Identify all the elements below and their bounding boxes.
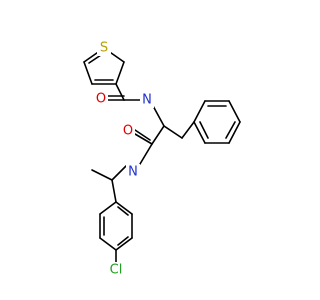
molecule-structure: S O N O N Cl [83,40,241,278]
sulfur-label: S [100,41,108,56]
sulfur-atom: S [97,40,111,56]
oxygen-atom-1: O [94,91,108,107]
oxygen-atom-2: O [121,123,135,139]
oxygen-label-2: O [123,124,133,139]
phenyl-ring [193,100,241,144]
chlorine-atom: Cl [106,262,126,278]
nitrogen-label-1: N [142,93,152,108]
molecule-diagram: S O N O N Cl [83,40,241,278]
thiophene-ring [83,47,125,85]
chlorine-label: Cl [110,263,123,278]
amine-chain [91,165,127,203]
amide-1 [107,83,141,101]
atom-labels: S O N O N Cl [94,40,154,278]
nitrogen-atom-2: N [126,164,140,180]
nitrogen-label-2: N [128,165,138,180]
nitrogen-atom-1: N [140,92,154,108]
chlorophenyl-ring [99,201,133,263]
oxygen-label-1: O [96,92,106,107]
backbone [134,103,195,165]
